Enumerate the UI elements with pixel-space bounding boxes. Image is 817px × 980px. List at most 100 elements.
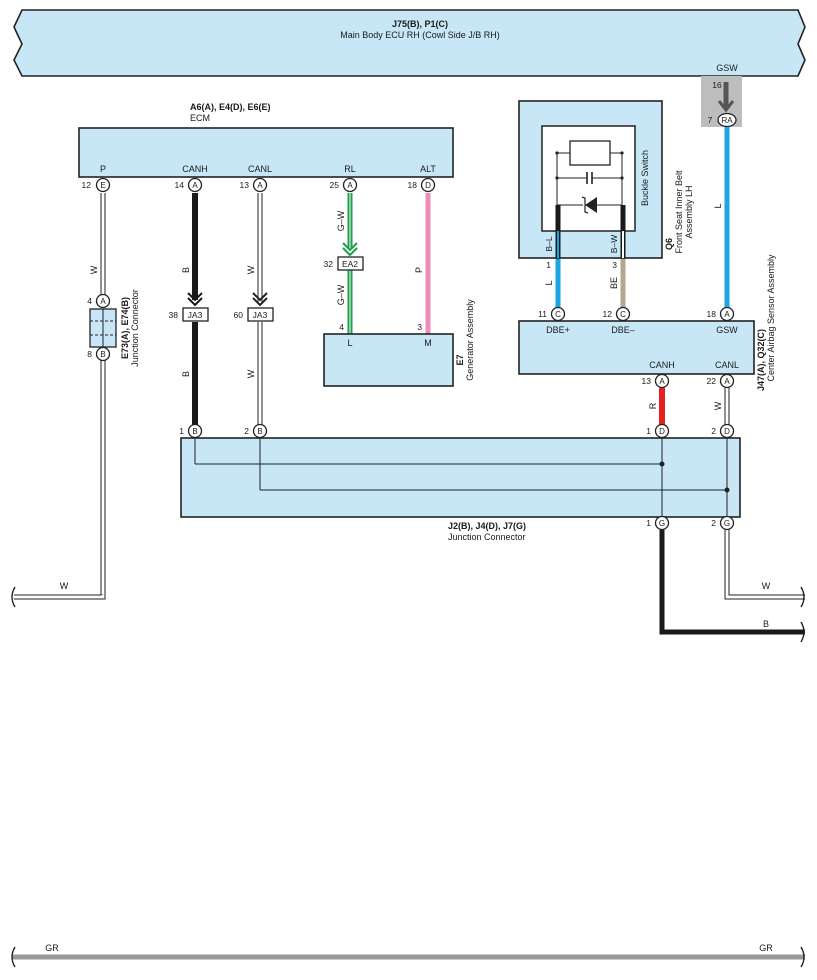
junction-pin-b2-letter: B (257, 427, 262, 436)
ja3-left-name: JA3 (188, 310, 203, 320)
label-b-2: B (181, 371, 191, 377)
wire-junction-g2-w (724, 530, 805, 600)
junction-pin-b1-number: 1 (179, 426, 184, 436)
label-l-buckle: L (544, 280, 554, 285)
ecm-name: ECM (190, 113, 210, 123)
e73-pin-top: 4 (87, 296, 92, 306)
ja3-left: JA3 38 (169, 292, 209, 322)
airbag-dbe-minus: DBE– (611, 325, 635, 335)
generator-code: E7 (455, 354, 465, 365)
airbag-name: Center Airbag Sensor Assembly (766, 254, 776, 382)
label-gr-left: GR (45, 943, 59, 953)
front-seat-belt-assembly: Buckle Switch B–L B–W Q6 Front Seat Inne… (518, 100, 694, 270)
label-r: R (648, 402, 658, 409)
wire-junction-g1-b (659, 530, 805, 635)
buckle-pin-1: 1 (546, 260, 551, 270)
ecm-pin-canh-number: 14 (175, 180, 185, 190)
gsw-pin: 16 (712, 80, 722, 90)
ecm-term-alt: ALT (420, 164, 436, 174)
ra-pin: 7 (708, 115, 713, 125)
e73-name: Junction Connector (130, 289, 140, 367)
buckle-pin-3: 3 (612, 260, 617, 270)
generator-m-label: M (424, 338, 432, 348)
buckle-bw-label: B–W (609, 235, 619, 253)
junction-connector-j2: B 1 B 2 D 1 D 2 G 1 G 2 J2(B), J4(D), J7… (179, 423, 741, 542)
resistor-icon (569, 140, 611, 166)
center-airbag-sensor: C 11 C 12 A 18 DBE+ DBE– GSW CANH CANL A… (518, 254, 776, 391)
junction-pin-d1-letter: D (659, 427, 665, 436)
generator-name: Generator Assembly (465, 299, 475, 381)
ecm-pin-alt-letter: D (425, 181, 431, 190)
label-w-1: W (89, 265, 99, 274)
capacitor-icon (557, 172, 622, 184)
junction-codes: J2(B), J4(D), J7(G) (448, 521, 526, 531)
airbag-canh: CANH (649, 360, 675, 370)
airbag-canl: CANL (715, 360, 739, 370)
ecm-pin-alt-number: 18 (408, 180, 418, 190)
ecm-pin-rl-letter: A (347, 181, 353, 190)
ecm-pin-p-number: 12 (82, 180, 92, 190)
ecm-module: A6(A), E4(D), E6(E) ECM P CANH CANL RL A… (78, 102, 454, 178)
label-gw-1: G–W (336, 210, 346, 231)
e73-letter-bottom: B (100, 350, 105, 359)
junction-pin-g1-number: 1 (646, 518, 651, 528)
ecm-pins: E 12 A 14 A 13 A 25 D 18 (82, 177, 436, 193)
label-w-2: W (246, 265, 256, 274)
main-ecu-name: Main Body ECU RH (Cowl Side J/B RH) (340, 30, 500, 40)
airbag-pin18-number: 18 (707, 309, 717, 319)
ecm-pin-canh-letter: A (192, 181, 198, 190)
airbag-pin22-letter: A (724, 377, 730, 386)
ecm-term-p: P (100, 164, 106, 174)
ecm-pin-p-letter: E (100, 181, 105, 190)
label-b-1: B (181, 267, 191, 273)
ea2-pin: 32 (324, 259, 334, 269)
label-gr-right: GR (759, 943, 773, 953)
label-gw-2: G–W (336, 284, 346, 305)
buckle-switch-label: Buckle Switch (640, 150, 650, 206)
generator-m-pin: 3 (417, 322, 422, 332)
label-b-3: B (763, 619, 769, 629)
e73-codes: E73(A), E74(B) (120, 297, 130, 359)
buckle-name-line1: Front Seat Inner Belt (674, 170, 684, 254)
airbag-pin18-letter: A (724, 310, 730, 319)
buckle-bl-label: B–L (544, 236, 554, 251)
airbag-dbe-plus: DBE+ (546, 325, 570, 335)
ecm-pin-canl-letter: A (257, 181, 263, 190)
junction-pin-g2-number: 2 (711, 518, 716, 528)
airbag-gsw: GSW (716, 325, 738, 335)
label-w-3: W (246, 369, 256, 378)
airbag-pin13-number: 13 (642, 376, 652, 386)
buckle-code: Q6 (664, 238, 674, 250)
ja3-right-name: JA3 (253, 310, 268, 320)
airbag-pin12-letter: C (620, 310, 626, 319)
wire-ecm-p-w (14, 193, 106, 600)
ecm-pin-canl-number: 13 (240, 180, 250, 190)
generator-l-label: L (347, 338, 352, 348)
ea2-connector: EA2 32 (324, 242, 364, 271)
ja3-right-pin: 60 (234, 310, 244, 320)
ja3-right: JA3 60 (234, 292, 274, 322)
label-w-4: W (713, 401, 723, 410)
ea2-name: EA2 (342, 259, 358, 269)
ra-letter: RA (721, 116, 733, 125)
ja3-left-pin: 38 (169, 310, 179, 320)
airbag-pin11-number: 11 (538, 309, 547, 319)
junction-pin-d2-letter: D (724, 427, 730, 436)
label-w-5: W (60, 581, 69, 591)
main-body-ecu: J75(B), P1(C) Main Body ECU RH (Cowl Sid… (13, 9, 806, 77)
main-ecu-gsw-label: GSW (716, 63, 738, 73)
buckle-name-line2: Assembly LH (684, 185, 694, 238)
junction-pin-g1-letter: G (659, 519, 665, 528)
airbag-pin22-number: 22 (707, 376, 717, 386)
ecm-pin-rl-number: 25 (330, 180, 340, 190)
e73-letter-top: A (100, 297, 106, 306)
ecm-term-canl: CANL (248, 164, 272, 174)
label-be: BE (609, 277, 619, 289)
main-ecu-codes: J75(B), P1(C) (392, 19, 448, 29)
label-p: P (414, 267, 424, 273)
label-l-gsw: L (713, 203, 723, 208)
generator-l-pin: 4 (339, 322, 344, 332)
airbag-code: J47(A), Q32(C) (756, 329, 766, 391)
ecm-codes: A6(A), E4(D), E6(E) (190, 102, 271, 112)
